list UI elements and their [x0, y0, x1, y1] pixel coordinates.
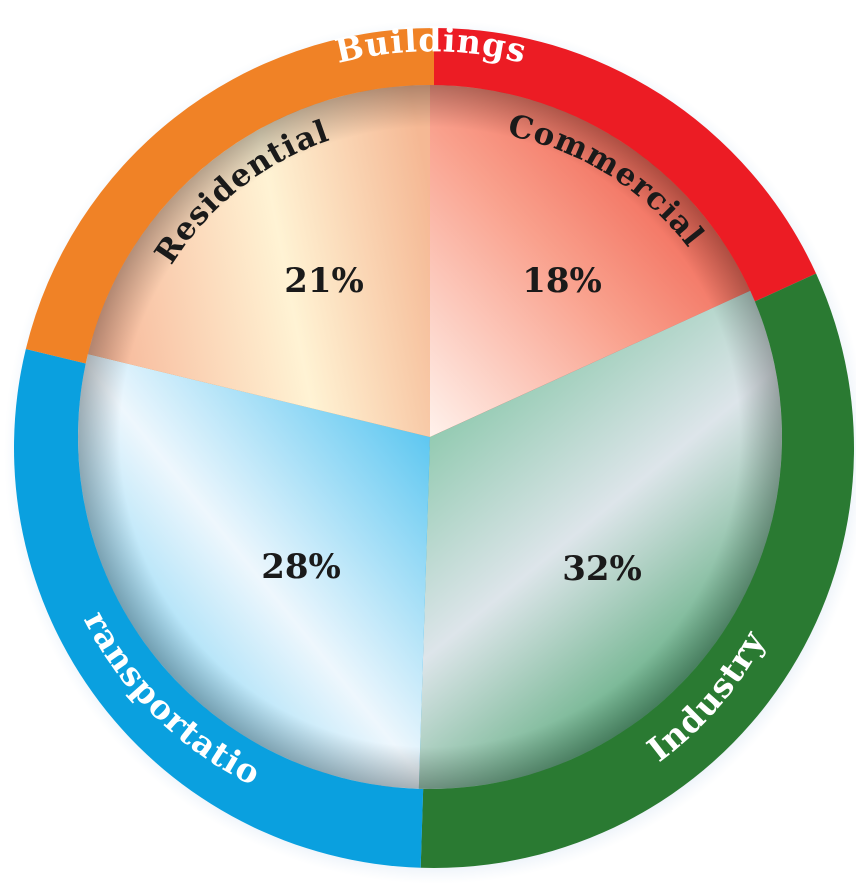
value-label-commercial: 18%	[522, 261, 602, 301]
value-label-industry: 32%	[562, 549, 642, 589]
inner-pie	[77, 85, 783, 789]
value-label-transportation: 28%	[261, 547, 341, 587]
value-label-residential: 21%	[284, 261, 364, 301]
